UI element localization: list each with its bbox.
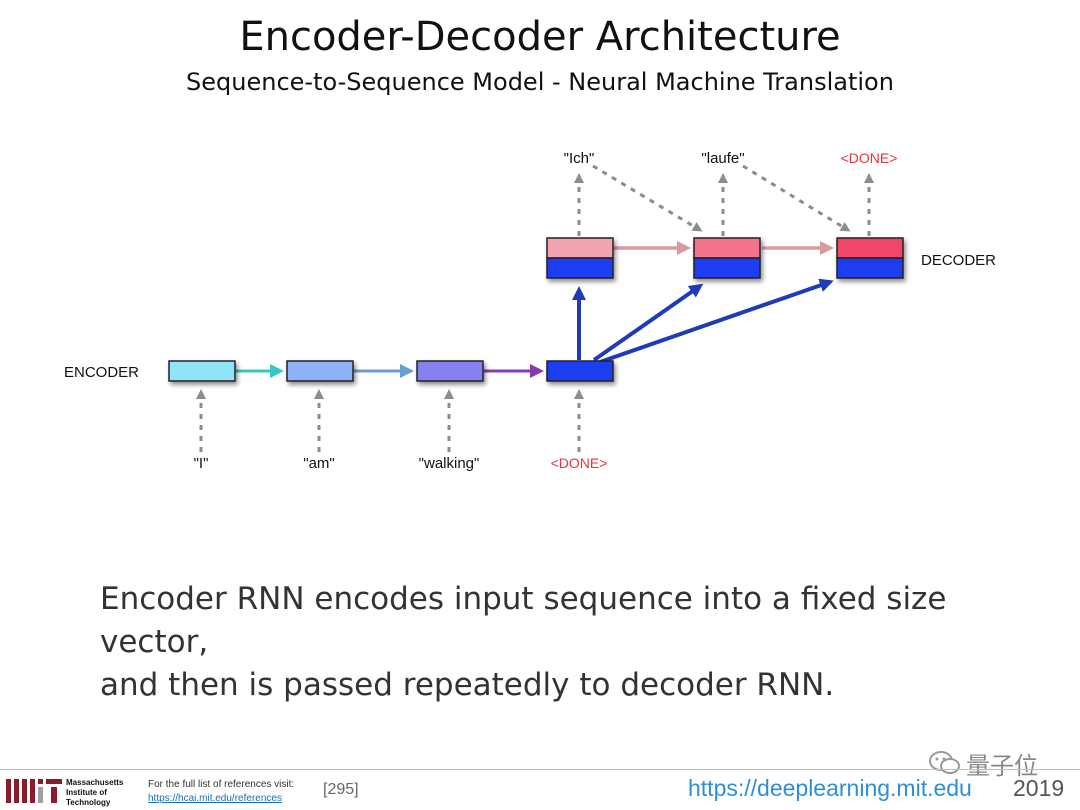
feedback-arrow-2 xyxy=(742,164,851,232)
decoder-cell-1 xyxy=(546,237,614,279)
caption-line-2: and then is passed repeatedly to decoder… xyxy=(100,667,835,703)
institute-name: Massachusetts Institute of Technology xyxy=(66,778,124,807)
output-arrows xyxy=(574,164,874,236)
encoder-cells xyxy=(168,360,614,382)
output-word-3: <DONE> xyxy=(841,150,898,166)
slide-title: Encoder-Decoder Architecture xyxy=(239,14,841,60)
reference-number: [295] xyxy=(323,781,359,798)
context-arrows xyxy=(572,278,834,364)
slide-subtitle: Sequence-to-Sequence Model - Neural Mach… xyxy=(186,68,894,96)
encoder-cell-2 xyxy=(286,360,354,382)
references-link[interactable]: https://hcai.mit.edu/references xyxy=(148,793,282,804)
encoder-cell-1 xyxy=(168,360,236,382)
mit-logo xyxy=(6,779,62,803)
footer-divider xyxy=(0,769,1080,770)
output-word-2: "laufe" xyxy=(701,150,744,167)
input-word-2: "am" xyxy=(303,455,335,472)
wechat-icon xyxy=(929,751,960,774)
decoder-label: DECODER xyxy=(921,252,996,269)
encoder-cell-3 xyxy=(416,360,484,382)
input-word-3: "walking" xyxy=(419,455,480,472)
decoder-cell-2 xyxy=(693,237,761,279)
input-word-1: "I" xyxy=(194,455,209,472)
caption-line-1: Encoder RNN encodes input sequence into … xyxy=(100,581,947,660)
slide-caption: Encoder RNN encodes input sequence into … xyxy=(100,578,1040,707)
input-arrows xyxy=(196,389,584,452)
course-website-link[interactable]: https://deeplearning.mit.edu xyxy=(688,775,972,801)
context-arrow-2 xyxy=(592,283,704,362)
watermark-text: 量子位 xyxy=(966,752,1038,780)
encoder-decoder-diagram: ENCODER DECODER "I" "am" "walking" <DONE… xyxy=(64,150,996,472)
encoder-label: ENCODER xyxy=(64,364,139,381)
references-text: For the full list of references visit: xyxy=(148,779,295,790)
decoder-cell-3 xyxy=(836,237,904,279)
output-word-1: "Ich" xyxy=(564,150,595,167)
encoder-cell-4 xyxy=(546,360,614,382)
input-word-4: <DONE> xyxy=(551,455,608,471)
year-label: 2019 xyxy=(1013,775,1065,801)
feedback-arrow-1 xyxy=(592,164,703,232)
context-arrow-3 xyxy=(599,278,834,364)
